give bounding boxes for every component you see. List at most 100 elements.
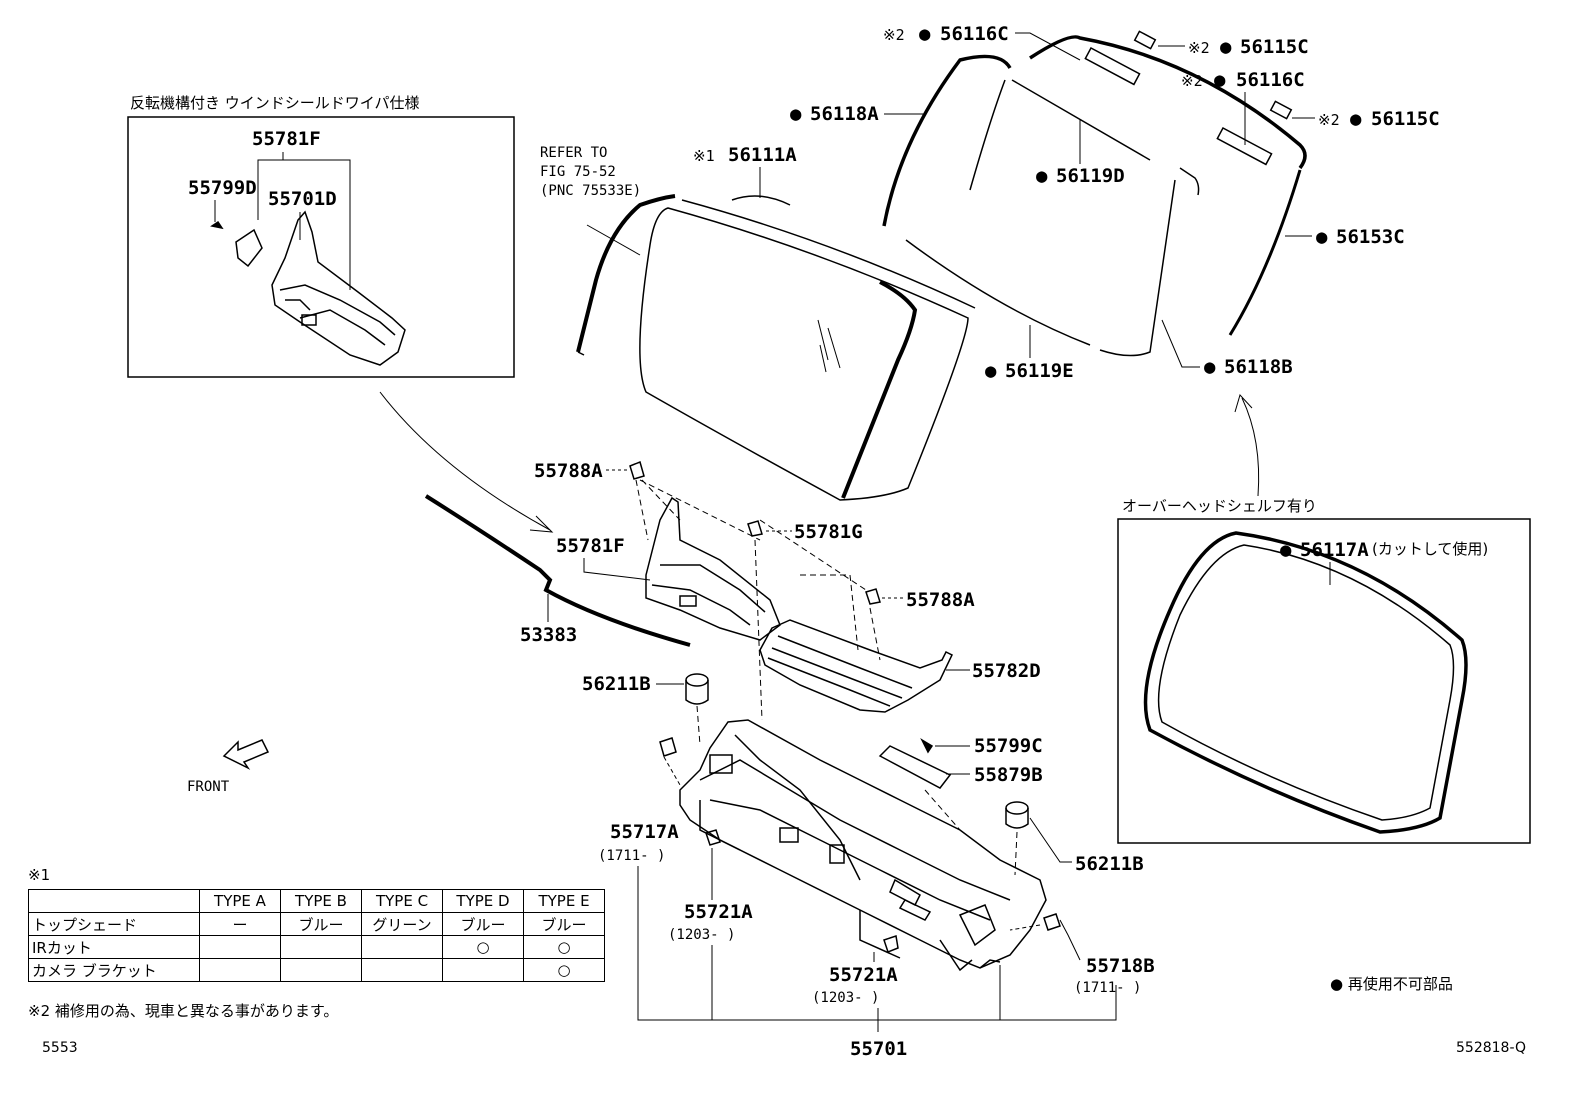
table-row: カメラ ブラケット ○ — [28, 958, 605, 982]
cowl-inset-assembly — [210, 210, 406, 366]
table-label: ※1 — [28, 866, 51, 884]
mark-dot-56118B: ● — [1204, 356, 1216, 378]
label-56211B-a: 56211B — [582, 673, 651, 695]
label-55781G: 55781G — [794, 521, 863, 543]
note-2: ※2 補修用の為、現車と異なる事があります。 — [28, 1002, 339, 1020]
bracket-55879B: 55799C 55879B — [878, 735, 1043, 831]
moulding-set — [882, 30, 1307, 357]
clip-55721A-b: 55721A (1203- ) — [812, 935, 899, 1006]
mark-note1-56111A: ※1 — [693, 147, 715, 165]
table-cell: トップシェード — [28, 912, 200, 936]
clip-55717A: 55717A (1711- ) — [598, 737, 681, 864]
mark-note2-56115C-b: ※2 — [1318, 111, 1340, 129]
spec-table: TYPE A TYPE B TYPE C TYPE D TYPE E トップシェ… — [28, 889, 605, 982]
table-header-cell: TYPE C — [361, 889, 443, 913]
label-55799D: 55799D — [188, 177, 257, 199]
table-header-cell: TYPE E — [523, 889, 605, 913]
clip-55721A-a: 55721A (1203- ) — [668, 829, 753, 943]
mark-dot-56119E: ● — [985, 360, 997, 382]
svg-text:REFER TO: REFER TO — [540, 145, 607, 161]
label-55879B: 55879B — [974, 764, 1043, 786]
inset-title: 反転機構付き ウインドシールドワイパ仕様 — [130, 94, 419, 112]
label-55788A-a: 55788A — [534, 460, 603, 482]
inset-wiper-reversing: 反転機構付き ウインドシールドワイパ仕様 55781F 55799D 55701… — [127, 94, 515, 378]
mark-dot-56115C-a: ● — [1220, 36, 1232, 58]
table-cell: ー — [199, 912, 281, 936]
table-cell: ○ — [442, 935, 524, 959]
mark-dot-56117A: ● — [1280, 539, 1292, 561]
label-56115C-b: 56115C — [1371, 108, 1440, 130]
label-56111A: 56111A — [728, 144, 797, 166]
mark-dot-56119D: ● — [1036, 165, 1048, 187]
label-55781F: 55781F — [556, 535, 625, 557]
mark-dot-56118A: ● — [790, 103, 802, 125]
table-row: トップシェード ー ブルー グリーン ブルー ブルー — [28, 912, 605, 936]
label-53383: 53383 — [520, 624, 577, 646]
label-56211B-b: 56211B — [1075, 853, 1144, 875]
label-55782D: 55782D — [972, 660, 1041, 682]
table-header-cell: TYPE D — [442, 889, 524, 913]
label-55788A-b: 55788A — [906, 589, 975, 611]
table-cell — [280, 935, 362, 959]
label-56116C-a: 56116C — [940, 23, 1009, 45]
label-55721A-a: 55721A — [684, 901, 753, 923]
label-56117A: 56117A — [1300, 539, 1369, 561]
svg-text:FIG 75-52: FIG 75-52 — [540, 164, 616, 180]
table-cell: ○ — [523, 935, 605, 959]
table-header-cell — [28, 889, 200, 913]
clip-55788A-b: 55788A — [865, 588, 975, 611]
label-55721A-b-range: (1203- ) — [812, 990, 879, 1006]
mark-dot-56116C-a: ● — [919, 23, 931, 45]
weatherstrip-53383: 53383 — [424, 494, 691, 647]
table-cell — [442, 958, 524, 982]
label-55718B: 55718B — [1086, 955, 1155, 977]
label-56116C-b: 56116C — [1236, 69, 1305, 91]
table-header-row: TYPE A TYPE B TYPE C TYPE D TYPE E — [28, 889, 605, 913]
table-row: IRカット ○ ○ — [28, 935, 605, 959]
assembly-bracket-55701: 55701 — [637, 866, 1117, 1060]
inset-frame-right — [1117, 518, 1531, 844]
label-56115C-a: 56115C — [1240, 36, 1309, 58]
cowl-top-panel-55701 — [679, 719, 1047, 972]
windshield-glass — [576, 194, 976, 501]
table-cell — [361, 958, 443, 982]
table-header-cell: TYPE B — [280, 889, 362, 913]
inset-frame — [127, 116, 515, 378]
label-55717A: 55717A — [610, 821, 679, 843]
table-header-cell: TYPE A — [199, 889, 281, 913]
label-56118B: 56118B — [1224, 356, 1293, 378]
mark-dot-56116C-b: ● — [1214, 69, 1226, 91]
label-55701: 55701 — [850, 1038, 907, 1060]
label-55781F-inset: 55781F — [252, 128, 321, 150]
clip-55788A-a: 55788A — [534, 460, 645, 482]
table-cell: グリーン — [361, 912, 443, 936]
cushion-56211B-a: 56211B — [582, 673, 709, 746]
mark-note2-56115C-a: ※2 — [1188, 39, 1210, 57]
label-55721A-b: 55721A — [829, 964, 898, 986]
label-55718B-range: (1711- ) — [1074, 980, 1141, 996]
inset-overhead-shelf: オーバーヘッドシェルフ有り ● 56117A (カットして使用) — [1117, 497, 1531, 844]
front-arrow-icon: FRONT — [187, 739, 270, 795]
svg-text:(PNC 75533E): (PNC 75533E) — [540, 183, 641, 199]
note-non-reusable: ● 再使用不可部品 — [1330, 975, 1453, 993]
label-56118A: 56118A — [810, 103, 879, 125]
table-cell: ブルー — [442, 912, 524, 936]
label-55701D: 55701D — [268, 188, 337, 210]
table-cell: ブルー — [523, 912, 605, 936]
cushion-56211B-b: 56211B — [1005, 801, 1144, 876]
footer-left-code: 5553 — [42, 1040, 78, 1056]
table-cell: カメラ ブラケット — [28, 958, 200, 982]
table-cell: IRカット — [28, 935, 200, 959]
label-55721A-a-range: (1203- ) — [668, 927, 735, 943]
label-56119E: 56119E — [1005, 360, 1074, 382]
label-56119D: 56119D — [1056, 165, 1125, 187]
clip-55718B: 55718B (1711- ) — [1009, 913, 1155, 996]
inset-right-title: オーバーヘッドシェルフ有り — [1122, 497, 1317, 515]
label-56117A-note: (カットして使用) — [1372, 540, 1488, 558]
table-cell — [280, 958, 362, 982]
table-cell: ○ — [523, 958, 605, 982]
table-cell: ブルー — [280, 912, 362, 936]
footer-right-code: 552818-Q — [1456, 1040, 1527, 1056]
table-cell — [361, 935, 443, 959]
